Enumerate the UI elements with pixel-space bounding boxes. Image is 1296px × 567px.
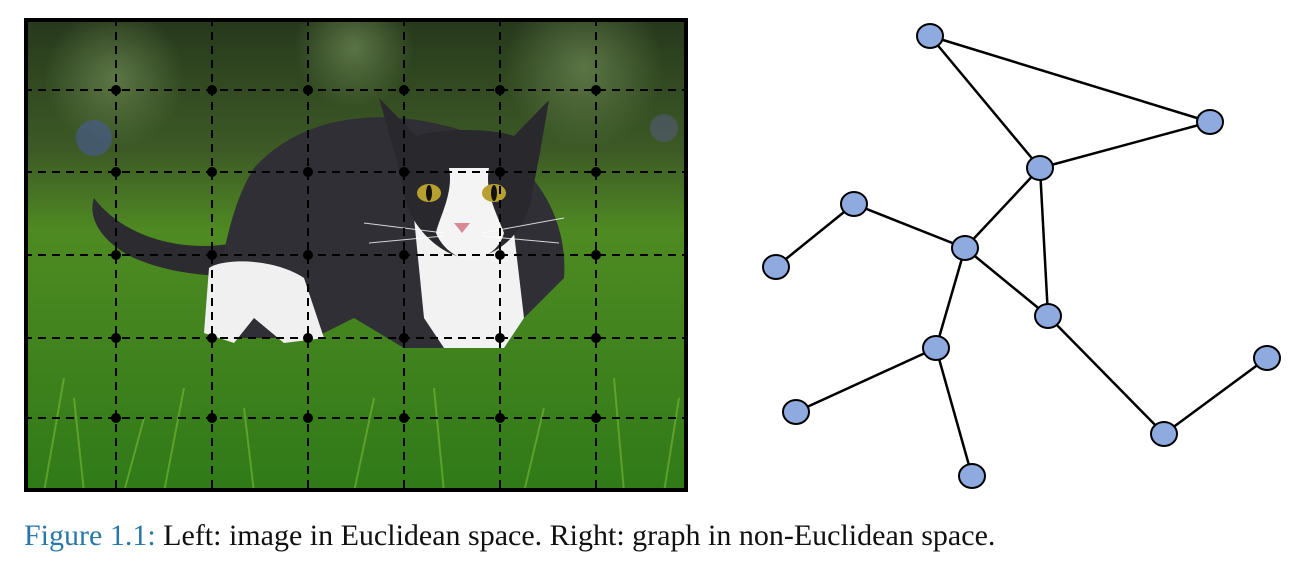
graph-diagram bbox=[762, 23, 1281, 489]
grid-point bbox=[591, 167, 601, 177]
graph-node bbox=[1253, 345, 1281, 371]
grid-point bbox=[111, 333, 121, 343]
grid-point bbox=[111, 250, 121, 260]
grid-point bbox=[111, 167, 121, 177]
grid-point bbox=[111, 413, 121, 423]
graph-node bbox=[762, 254, 790, 280]
graph-node bbox=[840, 191, 868, 217]
graph-edge bbox=[964, 247, 1049, 317]
grid-point bbox=[399, 85, 409, 95]
graph-edge bbox=[929, 35, 1041, 169]
grid-point bbox=[207, 413, 217, 423]
grid-point bbox=[303, 167, 313, 177]
image-frame bbox=[24, 18, 688, 492]
graph-edge bbox=[1047, 315, 1165, 435]
grid-point bbox=[495, 167, 505, 177]
grid-point bbox=[495, 250, 505, 260]
graph-edge bbox=[853, 202, 966, 250]
grid-point bbox=[591, 333, 601, 343]
graph-node bbox=[951, 235, 979, 261]
graph-edges bbox=[775, 34, 1268, 477]
graph-edge bbox=[1039, 120, 1211, 170]
grid-point bbox=[591, 413, 601, 423]
grid-point bbox=[399, 250, 409, 260]
graph-node bbox=[922, 335, 950, 361]
grid-point bbox=[303, 85, 313, 95]
grid-point bbox=[303, 413, 313, 423]
cat-white-legs bbox=[204, 261, 324, 343]
grid-point bbox=[495, 333, 505, 343]
figure-caption-label: Figure 1.1: bbox=[24, 519, 156, 552]
graph-node bbox=[782, 399, 810, 425]
grid-point bbox=[111, 85, 121, 95]
grid-point bbox=[591, 85, 601, 95]
graph-edge bbox=[934, 247, 967, 349]
grid-point bbox=[207, 85, 217, 95]
grid-point bbox=[399, 167, 409, 177]
graph-node bbox=[916, 23, 944, 49]
graph-edge bbox=[929, 34, 1211, 124]
grid-point bbox=[495, 413, 505, 423]
grid-point bbox=[303, 250, 313, 260]
graph-edge bbox=[795, 346, 937, 414]
graph-edge bbox=[775, 203, 855, 268]
grid-point bbox=[495, 85, 505, 95]
grid-point bbox=[399, 333, 409, 343]
grid-point bbox=[591, 250, 601, 260]
figure-caption-text: Left: image in Euclidean space. Right: g… bbox=[155, 519, 996, 552]
grid-points bbox=[111, 85, 601, 423]
cat-image-with-grid bbox=[24, 18, 688, 492]
graph-node bbox=[1150, 421, 1178, 447]
graph-node bbox=[1196, 109, 1224, 135]
graph-edge bbox=[1163, 356, 1268, 436]
graph-edge bbox=[1038, 167, 1050, 317]
grid-point bbox=[399, 413, 409, 423]
cat-nose bbox=[454, 223, 470, 233]
grid-point bbox=[303, 333, 313, 343]
graph-node bbox=[1034, 303, 1062, 329]
graph-edge bbox=[964, 167, 1041, 249]
grid-point bbox=[207, 333, 217, 343]
graph-node bbox=[1026, 155, 1054, 181]
grid-point bbox=[207, 250, 217, 260]
graph-nodes bbox=[762, 23, 1281, 489]
grid-point bbox=[207, 167, 217, 177]
graph-edge bbox=[934, 347, 974, 477]
graph-node bbox=[958, 463, 986, 489]
figure-caption: Figure 1.1: Left: image in Euclidean spa… bbox=[24, 518, 1274, 554]
